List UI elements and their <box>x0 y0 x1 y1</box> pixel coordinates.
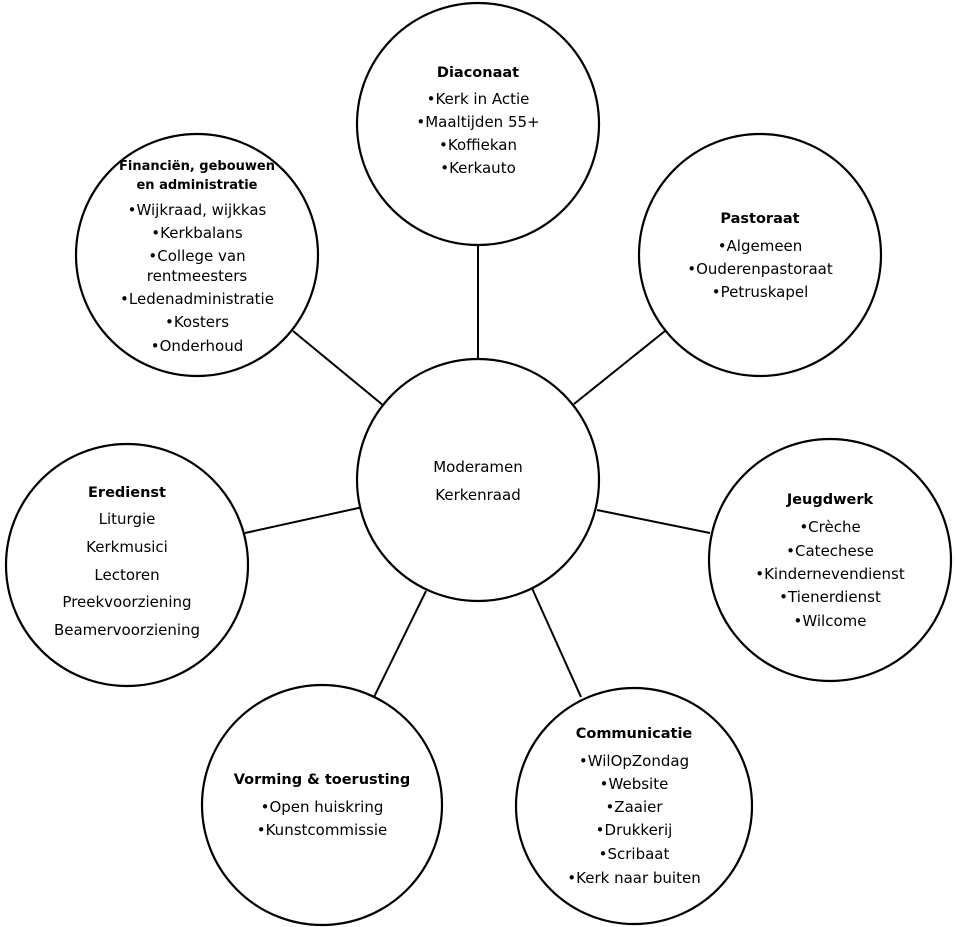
edge-financien <box>292 330 385 407</box>
node-jeugdwerk-item: •Kindernevendienst <box>755 565 905 583</box>
center-node: Moderamen Kerkenraad <box>355 357 601 603</box>
node-jeugdwerk-item: •Tienerdienst <box>779 588 881 606</box>
node-jeugdwerk-item: •Catechese <box>786 542 874 560</box>
node-financien-title-line-1: Financiën, gebouwen <box>119 159 275 174</box>
node-pastoraat-item: •Petruskapel <box>712 283 809 301</box>
node-eredienst-item: Beamervoorziening <box>54 621 200 639</box>
edge-pastoraat <box>573 330 666 405</box>
node-vorming-title: Vorming & toerusting <box>234 772 411 788</box>
node-eredienst-item: Preekvoorziening <box>62 593 191 611</box>
node-eredienst: Eredienst Liturgie Kerkmusici Lectoren P… <box>4 442 250 688</box>
node-pastoraat: Pastoraat •Algemeen •Ouderenpastoraat •P… <box>637 132 883 378</box>
node-eredienst-item: Kerkmusici <box>86 538 168 556</box>
node-communicatie-item: •Website <box>600 775 669 793</box>
node-vorming: Vorming & toerusting •Open huiskring •Ku… <box>200 683 444 927</box>
node-financien-title-line-2: en administratie <box>136 178 257 193</box>
node-pastoraat-item: •Algemeen <box>718 237 803 255</box>
center-line-1: Moderamen <box>433 458 523 476</box>
node-communicatie-item: •Zaaier <box>605 798 663 816</box>
node-eredienst-title: Eredienst <box>88 485 166 501</box>
edge-communicatie <box>530 585 582 698</box>
node-communicatie-item: •WilOpZondag <box>579 752 689 770</box>
edge-vorming <box>373 590 427 698</box>
node-jeugdwerk-item: •Crèche <box>799 518 860 536</box>
node-diaconaat: Diaconaat •Kerk in Actie •Maaltijden 55+… <box>355 1 601 247</box>
node-financien-item: •Kerkbalans <box>151 224 243 242</box>
node-communicatie-item: •Scribaat <box>599 845 670 863</box>
node-financien-item: •Onderhoud <box>151 337 244 355</box>
node-financien: Financiën, gebouwen en administratie •Wi… <box>74 132 320 378</box>
node-eredienst-item: Lectoren <box>94 566 159 584</box>
center-line-2: Kerkenraad <box>435 486 520 504</box>
edge-eredienst <box>244 506 364 534</box>
node-eredienst-item: Liturgie <box>99 510 156 528</box>
node-diaconaat-item: •Kerk in Actie <box>427 90 530 108</box>
node-diaconaat-item: •Kerkauto <box>440 159 516 177</box>
node-pastoraat-title: Pastoraat <box>720 211 799 227</box>
node-communicatie-title: Communicatie <box>576 726 693 742</box>
node-communicatie: Communicatie •WilOpZondag •Website •Zaai… <box>514 686 754 926</box>
node-pastoraat-item: •Ouderenpastoraat <box>687 260 833 278</box>
node-jeugdwerk: Jeugdwerk •Crèche •Catechese •Kinderneve… <box>707 437 953 683</box>
node-vorming-item: •Open huiskring <box>261 798 384 816</box>
edges <box>244 245 711 698</box>
node-diaconaat-item: •Maaltijden 55+ <box>416 113 539 131</box>
node-communicatie-item: •Drukkerij <box>596 821 673 839</box>
edge-jeugdwerk <box>596 509 711 534</box>
node-financien-item: rentmeesters <box>147 267 248 285</box>
node-diaconaat-item: •Koffiekan <box>439 136 517 154</box>
node-vorming-item: •Kunstcommissie <box>257 821 388 839</box>
node-financien-item: •Kosters <box>165 313 229 331</box>
node-financien-item: •College van <box>148 247 245 265</box>
node-jeugdwerk-title: Jeugdwerk <box>786 492 874 508</box>
node-financien-item: •Wijkraad, wijkkas <box>128 201 267 219</box>
node-communicatie-item: •Kerk naar buiten <box>567 869 700 887</box>
node-diaconaat-title: Diaconaat <box>437 65 519 81</box>
node-jeugdwerk-item: •Wilcome <box>794 612 867 630</box>
node-financien-item: •Ledenadministratie <box>120 290 274 308</box>
